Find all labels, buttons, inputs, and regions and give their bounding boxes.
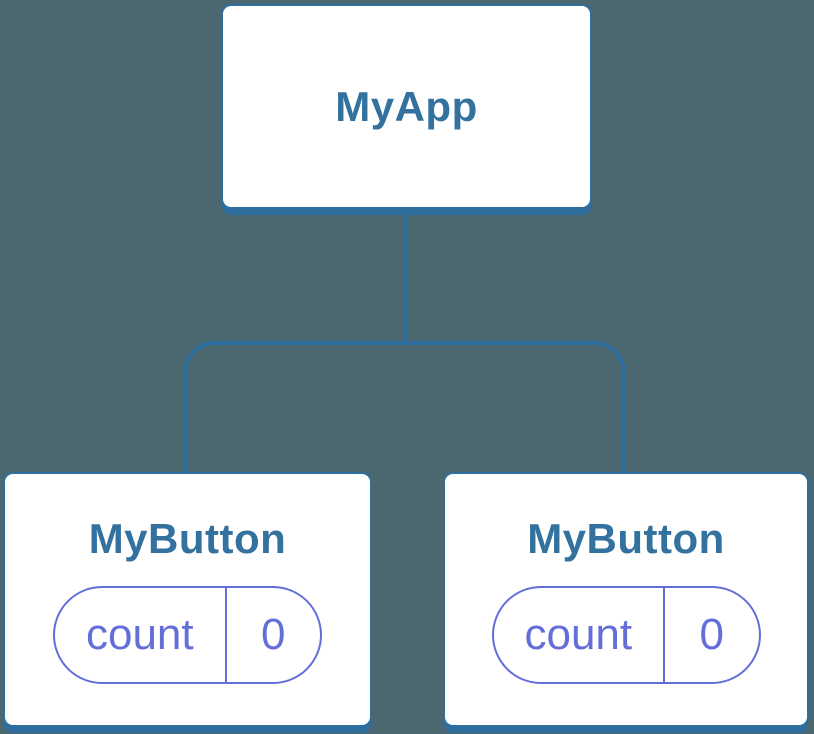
node-label-mybutton-1: MyButton [88, 515, 287, 562]
tree-node-mybutton-2: MyButton count 0 [443, 472, 809, 727]
state-value-2: 0 [699, 610, 725, 659]
node-label-mybutton-2: MyButton [527, 515, 725, 562]
tree-node-myapp: MyApp [221, 4, 592, 209]
connector-branch [183, 341, 626, 472]
connector-stem [404, 214, 408, 343]
state-value-1: 0 [261, 610, 286, 659]
state-key-2: count [494, 588, 666, 682]
state-pill-2: count 0 [491, 586, 761, 684]
node-label-myapp: MyApp [335, 82, 478, 130]
tree-node-mybutton-1: MyButton count 0 [3, 472, 372, 727]
state-pill-1: count 0 [53, 586, 322, 684]
state-key-1: count [55, 588, 227, 682]
